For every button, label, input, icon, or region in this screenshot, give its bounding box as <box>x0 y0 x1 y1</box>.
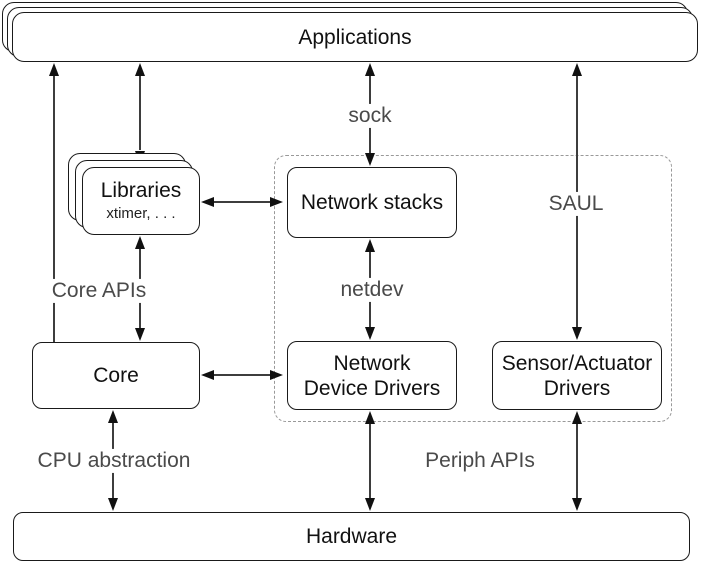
cpu-abstraction-arrowhead-down-icon <box>107 498 118 511</box>
network-device-drivers-label-line2: Device Drivers <box>303 376 441 400</box>
libraries-networkstacks-arrowhead-right-icon <box>270 196 283 207</box>
cpu-abstraction-edge-label: CPU abstraction <box>32 448 196 474</box>
netdev-arrowhead-down-icon <box>364 327 375 340</box>
sock-arrowhead-down-icon <box>364 153 375 166</box>
libraries-core-arrowhead-up-icon <box>134 236 145 249</box>
applications-box: Applications <box>12 12 698 62</box>
netdev-edge-label: netdev <box>335 277 409 303</box>
sensordrivers-hardware-arrowhead-up-icon <box>571 411 582 424</box>
applications-libraries-arrow-line <box>139 74 141 150</box>
libraries-sublabel: xtimer, . . . <box>106 205 176 222</box>
applications-label: Applications <box>298 25 412 49</box>
network-device-drivers-label-line1: Network <box>333 351 411 375</box>
periph-apis-edge-label: Periph APIs <box>420 448 540 474</box>
core-netdrivers-arrow-line <box>213 374 270 376</box>
cpu-abstraction-arrowhead-up-icon <box>107 410 118 423</box>
core-apis-line <box>53 74 55 342</box>
sensor-actuator-drivers-label-line1: Sensor/Actuator <box>501 351 653 375</box>
core-apis-edge-label: Core APIs <box>46 278 152 304</box>
sensordrivers-hardware-arrowhead-down-icon <box>571 498 582 511</box>
network-stacks-box: Network stacks <box>287 167 457 238</box>
saul-arrowhead-down-icon <box>571 327 582 340</box>
sock-edge-label: sock <box>343 103 397 129</box>
sensordrivers-hardware-arrow-line <box>576 423 578 498</box>
core-box: Core <box>32 342 200 409</box>
hardware-label: Hardware <box>305 525 398 548</box>
network-device-drivers-box: Network Device Drivers <box>287 341 457 410</box>
libraries-box: Libraries xtimer, . . . <box>82 167 200 235</box>
core-apis-arrowhead-up-icon <box>48 63 59 76</box>
libraries-core-arrowhead-down-icon <box>134 328 145 341</box>
netdev-arrowhead-up-icon <box>364 239 375 252</box>
applications-libraries-arrowhead-up-icon <box>134 63 145 76</box>
saul-arrowhead-up-icon <box>571 63 582 76</box>
libraries-label: Libraries <box>100 179 182 202</box>
netdrivers-hardware-arrowhead-up-icon <box>364 411 375 424</box>
sock-arrowhead-up-icon <box>364 63 375 76</box>
network-stacks-label: Network stacks <box>300 191 444 214</box>
sensor-actuator-drivers-box: Sensor/Actuator Drivers <box>492 341 662 410</box>
network-subsystem-dashed-region <box>274 155 672 422</box>
core-label: Core <box>93 364 139 387</box>
core-netdrivers-arrowhead-left-icon <box>201 369 214 380</box>
hardware-box: Hardware <box>13 512 690 561</box>
libraries-networkstacks-arrow-line <box>213 201 270 203</box>
libraries-networkstacks-arrowhead-left-icon <box>201 196 214 207</box>
sensor-actuator-drivers-label-line2: Drivers <box>543 376 611 400</box>
netdrivers-hardware-arrowhead-down-icon <box>364 498 375 511</box>
netdrivers-hardware-arrow-line <box>369 423 371 498</box>
saul-edge-label: SAUL <box>543 191 609 217</box>
core-netdrivers-arrowhead-right-icon <box>270 369 283 380</box>
